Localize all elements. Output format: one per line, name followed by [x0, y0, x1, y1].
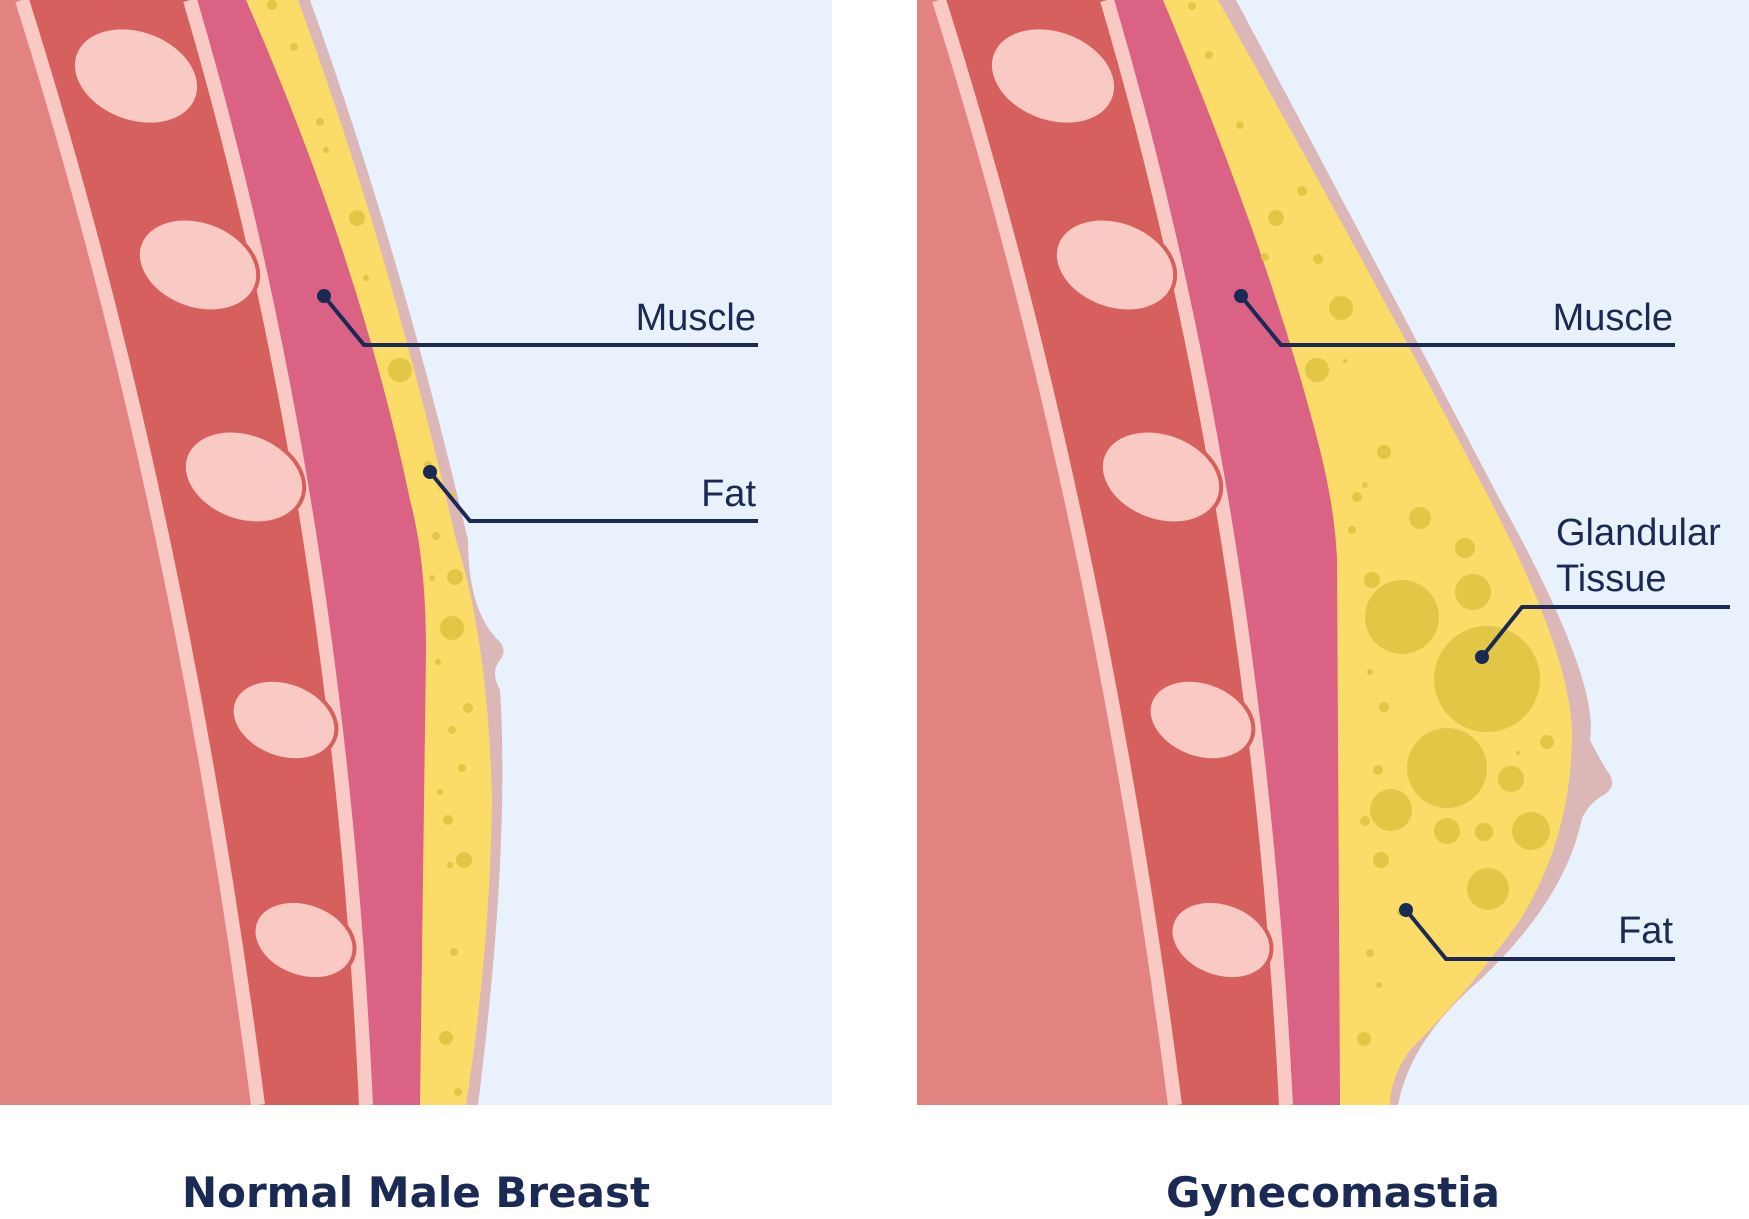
muscle-label: Muscle — [1553, 297, 1673, 339]
pleura-line — [183, 0, 373, 1105]
lung — [917, 0, 1175, 1105]
fat-label: Fat — [701, 473, 756, 515]
gynecomastia-panel — [917, 0, 1749, 1105]
fat-label: Fat — [1618, 910, 1673, 952]
pleura-line — [1100, 0, 1293, 1105]
normal-breast-panel — [0, 0, 832, 1105]
rib — [181, 428, 307, 526]
rib — [229, 677, 339, 763]
rib — [1146, 677, 1256, 763]
pleura-line — [932, 0, 1182, 1105]
rib — [987, 25, 1119, 127]
rib — [135, 216, 261, 314]
muscle-label: Muscle — [636, 297, 756, 339]
gynecomastia-caption: Gynecomastia — [1166, 1168, 1500, 1217]
pectoral-muscle — [196, 0, 426, 1105]
rib — [1098, 428, 1224, 526]
glandular-tissue-label-line2: Tissue — [1556, 558, 1667, 600]
rib — [1168, 898, 1274, 982]
fat-callout: Fat — [1399, 903, 1675, 961]
glandular-tissue-label-line1: Glandular — [1556, 512, 1721, 554]
pectoral-muscle — [1113, 0, 1340, 1105]
pleura-line — [15, 0, 265, 1105]
lung — [0, 0, 258, 1105]
rib — [70, 25, 202, 127]
muscle-callout: Muscle — [1234, 289, 1675, 347]
muscle-callout: Muscle — [317, 289, 758, 347]
fat-callout: Fat — [423, 465, 758, 523]
glandular-tissue — [1365, 507, 1550, 910]
glandular-tissue-callout: Glandular Tissue — [1475, 512, 1730, 664]
fat-dots — [267, 0, 473, 1096]
rib — [251, 898, 357, 982]
fat-dots — [1188, 2, 1554, 1046]
rib — [1052, 216, 1178, 314]
normal-breast-caption: Normal Male Breast — [182, 1168, 650, 1217]
